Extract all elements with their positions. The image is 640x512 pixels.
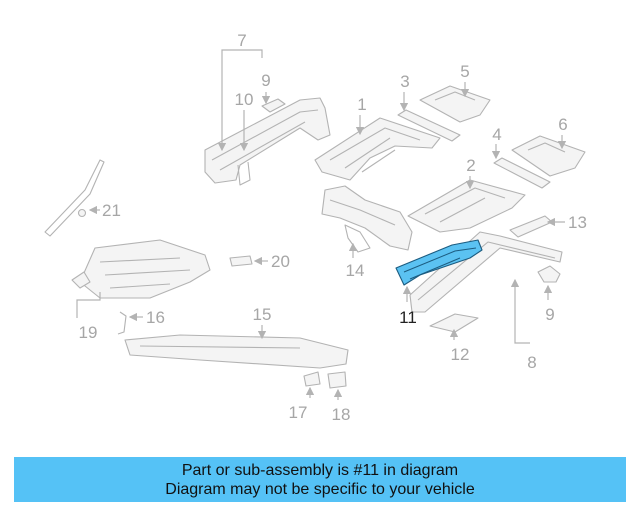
- banner-line-2: Diagram may not be specific to your vehi…: [165, 481, 475, 498]
- callout-11: 11: [399, 308, 417, 327]
- part-8-side-rail: [409, 231, 563, 313]
- callout-7: 7: [237, 31, 246, 50]
- part-16-clip: [117, 311, 127, 335]
- part-2-floor: [407, 179, 526, 233]
- part-19-shield: [71, 239, 211, 299]
- part-17-bracket: [303, 371, 321, 387]
- callout-21: 21: [102, 201, 121, 220]
- part-14-crossmember: [321, 185, 413, 253]
- callout-17: 17: [289, 403, 308, 422]
- part-15-rocker: [124, 334, 349, 369]
- part-20-fastener: [229, 255, 253, 267]
- part-9-right-bracket: [537, 265, 561, 283]
- callout-15: 15: [253, 305, 272, 324]
- info-banner: Part or sub-assembly is #11 in diagram D…: [14, 457, 626, 502]
- part-18-bracket: [327, 371, 347, 389]
- part-7-front-rail: [204, 97, 331, 186]
- callout-6: 6: [558, 115, 567, 134]
- parts-diagram: 7 9 10 1 3 5 4 6 2 13 21 20 14 11 19 16 …: [44, 31, 587, 424]
- callout-5: 5: [460, 62, 469, 81]
- callout-13: 13: [568, 213, 587, 232]
- part-21-bolt: [77, 208, 87, 218]
- callout-9: 9: [261, 71, 270, 90]
- callout-4: 4: [492, 125, 501, 144]
- callout-3: 3: [400, 72, 409, 91]
- callout-2: 2: [466, 156, 475, 175]
- part-3-crossmember: [397, 109, 461, 142]
- callout-1: 1: [357, 95, 366, 114]
- callout-12: 12: [451, 345, 470, 364]
- callout-10: 10: [235, 90, 254, 109]
- callout-8: 8: [527, 353, 536, 372]
- callout-9-right: 9: [545, 305, 554, 324]
- callout-20: 20: [271, 252, 290, 271]
- part-9-bracket: [261, 98, 286, 113]
- part-12-plate: [429, 313, 479, 333]
- part-13-bracket: [509, 215, 553, 238]
- part-4-crossmember: [493, 157, 551, 189]
- part-5-panel: [419, 85, 491, 123]
- leader-lines: [76, 49, 567, 400]
- callout-14: 14: [346, 261, 365, 280]
- callout-18: 18: [332, 405, 351, 424]
- banner-line-1: Part or sub-assembly is #11 in diagram: [181, 462, 459, 479]
- part-1-floor: [314, 117, 441, 181]
- part-11-highlighted[interactable]: [395, 239, 483, 286]
- callout-16: 16: [146, 308, 165, 327]
- part-21-bar: [44, 159, 105, 237]
- callout-19: 19: [79, 323, 98, 342]
